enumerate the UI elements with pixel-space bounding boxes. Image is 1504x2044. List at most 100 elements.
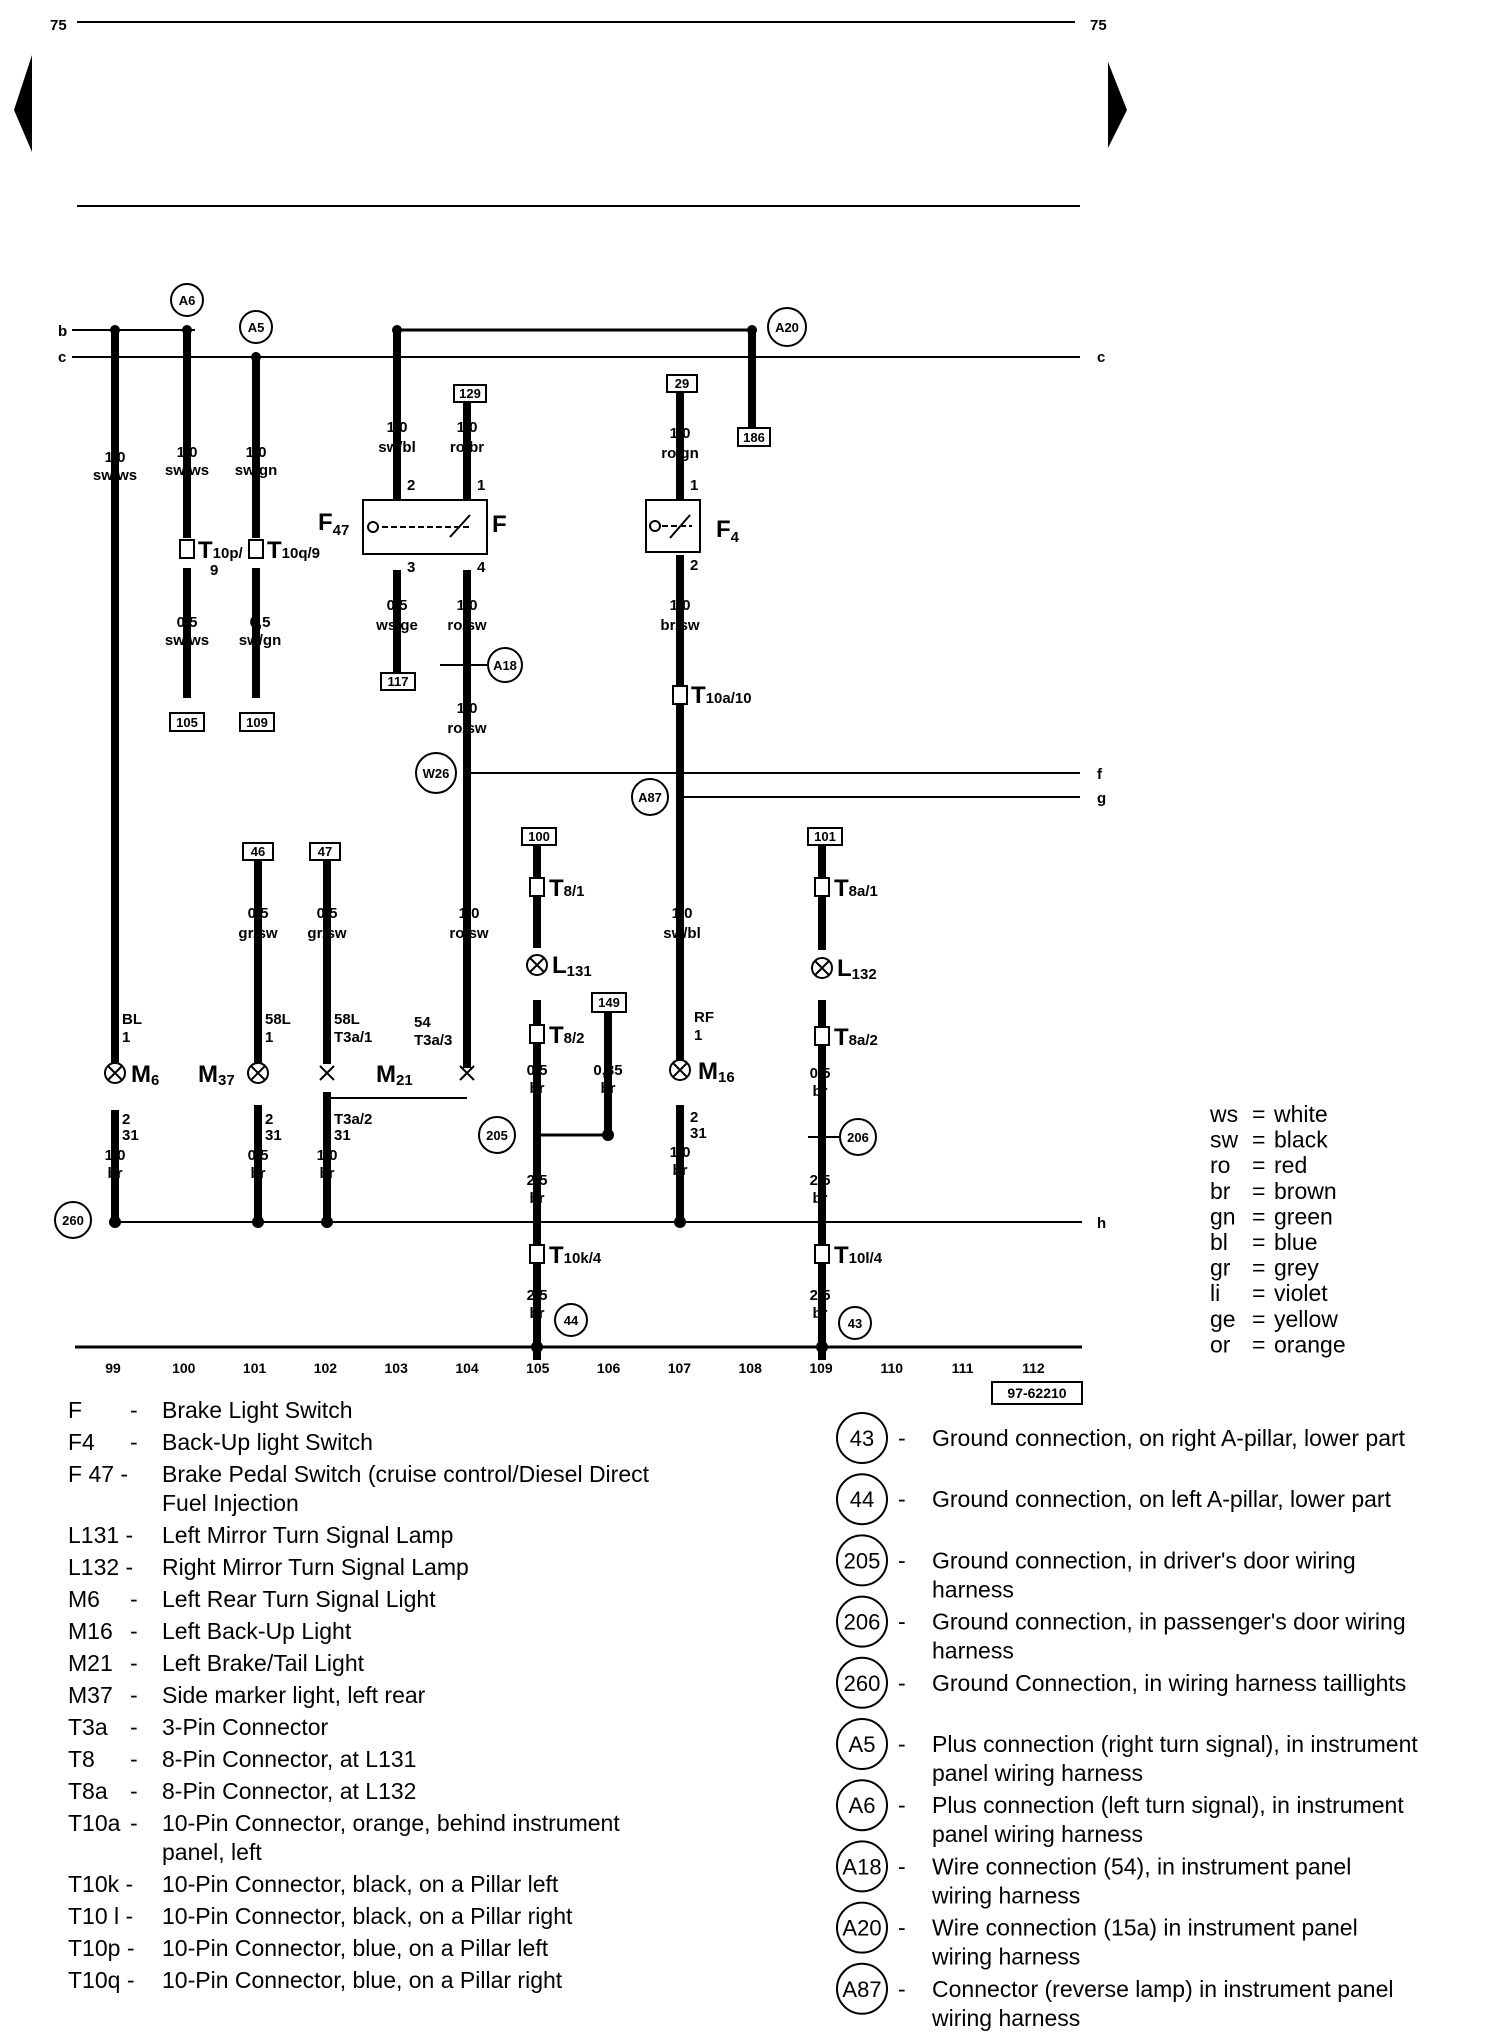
legend-description: panel, left (162, 1839, 262, 1865)
color-code-equals: = (1252, 1203, 1265, 1229)
color-code-name: green (1274, 1203, 1333, 1229)
wire-104b-color: ro/sw (447, 617, 487, 634)
legend-description: Left Back-Up Light (162, 1618, 352, 1644)
legend-description: Brake Pedal Switch (cruise control/Diese… (162, 1461, 650, 1487)
ground-43 (838, 1306, 872, 1340)
ref-box-129[interactable] (453, 384, 487, 403)
ground-43-label: 43 (848, 1316, 862, 1331)
legend-code: M6 (68, 1586, 100, 1612)
pin-m21-c-1: T3a/2 (334, 1111, 372, 1128)
wire-104d-color: ro/sw (449, 925, 489, 942)
wire-102c-color: gr/sw (307, 925, 347, 942)
ref-box-117[interactable] (380, 672, 416, 691)
color-code: ws (1209, 1101, 1238, 1127)
ref-box-100[interactable] (521, 827, 557, 846)
connection-a5-label: A5 (248, 320, 265, 335)
wire-109e-color: br (813, 1083, 828, 1100)
label-t10a: T10a/10 (691, 682, 752, 709)
next-page-arrow-icon[interactable] (1108, 62, 1127, 148)
legend-code: T10a (68, 1810, 121, 1836)
legend-code: T10p - (68, 1935, 134, 1961)
connector-t10a-icon (672, 685, 688, 705)
color-code: br (1210, 1178, 1231, 1204)
wire-105g-size: 2,5 (527, 1287, 548, 1304)
page-number-right: 75 (1090, 17, 1107, 34)
ref-box-186-label: 186 (743, 430, 765, 445)
legend-code: M37 (68, 1682, 113, 1708)
wire-104-size: 1,0 (457, 419, 478, 436)
connector-symbols (179, 539, 830, 1264)
wire-101f-color: br (251, 1165, 266, 1182)
lamp-cross (107, 1065, 123, 1081)
lamp-m21-b-icon (459, 1065, 475, 1081)
ref-box-149-label: 149 (598, 995, 620, 1010)
legend-dash: - (130, 1618, 138, 1644)
legend-code: L132 - (68, 1554, 133, 1580)
connection-legend-code: A87 (842, 1977, 881, 2002)
junction-dot (251, 352, 261, 362)
wire-100-color: sw/ws (165, 462, 209, 479)
wire-104-color: ro/br (450, 439, 484, 456)
label-l131: L131 (552, 952, 592, 980)
connection-legend-code: A18 (842, 1854, 881, 1879)
legend-code: M21 (68, 1650, 113, 1676)
legend-dash: - (130, 1810, 138, 1836)
ground-205 (478, 1116, 516, 1154)
connection-a18-label: A18 (493, 658, 517, 673)
pin-f4-2: 2 (690, 557, 698, 574)
prev-page-arrow-icon[interactable] (14, 55, 32, 152)
ref-box-29[interactable] (666, 374, 698, 393)
label-t10p-pin: 9 (210, 562, 218, 579)
bus-f-label: f (1097, 766, 1103, 783)
ref-box-47[interactable] (309, 842, 341, 861)
label-f47: F47 (318, 509, 349, 539)
pin-m21-a-2: T3a/1 (334, 1029, 372, 1046)
junction-dot (109, 1216, 121, 1228)
section-number: 102 (314, 1360, 338, 1376)
wire-109e-size: 0,5 (810, 1065, 831, 1082)
ref-box-105[interactable] (169, 712, 205, 732)
ref-box-46[interactable] (242, 842, 274, 861)
wire-100b-color: sw/ws (165, 632, 209, 649)
pin-f47-3: 3 (407, 559, 415, 576)
color-code: gr (1210, 1255, 1231, 1281)
connection-legend-code: A20 (842, 1916, 881, 1941)
connection-legend-symbol (836, 1412, 888, 1464)
color-code-name: orange (1274, 1331, 1346, 1357)
color-code-equals: = (1252, 1229, 1265, 1255)
wire-102f-size: 1,0 (317, 1147, 338, 1164)
ref-box-47-label: 47 (318, 844, 332, 859)
connection-legend-description: Connector (reverse lamp) in instrument p… (932, 1976, 1393, 2002)
lamp-cross (814, 960, 830, 976)
connection-legend-description: panel wiring harness (932, 1821, 1143, 1847)
legend-code: F 47 - (68, 1461, 128, 1487)
lamp-cross (250, 1065, 266, 1081)
ref-box-109[interactable] (239, 712, 275, 732)
pin-m37-top-b: 1 (265, 1029, 273, 1046)
ref-box-129-label: 129 (459, 386, 481, 401)
connection-a87-label: A87 (638, 790, 662, 805)
ref-box-117-label: 117 (388, 674, 409, 689)
connection-legend-description: Ground connection, on left A-pillar, low… (932, 1486, 1392, 1512)
ref-box-149[interactable] (591, 992, 627, 1013)
connection-legend-description: Ground connection, in passenger's door w… (932, 1609, 1406, 1635)
ref-box-101[interactable] (807, 827, 843, 846)
connection-legend-description: wiring harness (931, 1882, 1080, 1908)
wire-104c-size: 1,0 (457, 700, 478, 717)
legend-description: Left Mirror Turn Signal Lamp (162, 1522, 453, 1548)
section-number: 111 (952, 1360, 974, 1376)
color-code-equals: = (1252, 1331, 1265, 1357)
legend-description: Left Rear Turn Signal Light (162, 1586, 436, 1612)
color-code-equals: = (1252, 1127, 1265, 1153)
ref-box-186[interactable] (737, 427, 771, 447)
color-code-equals: = (1252, 1178, 1265, 1204)
wire-105f-size: 2,5 (527, 1172, 548, 1189)
wire-99f-color: br (108, 1165, 123, 1182)
label-t10k: T10k/4 (549, 1242, 602, 1269)
wire-101b-color: sw/gn (239, 632, 282, 649)
lamp-m21-a-icon (319, 1065, 335, 1081)
switch-f47-f-knob-icon (367, 521, 379, 533)
section-number: 104 (455, 1360, 479, 1376)
wire-101c-color: gr/sw (238, 925, 278, 942)
connector-t8a-2-icon (814, 1026, 830, 1046)
